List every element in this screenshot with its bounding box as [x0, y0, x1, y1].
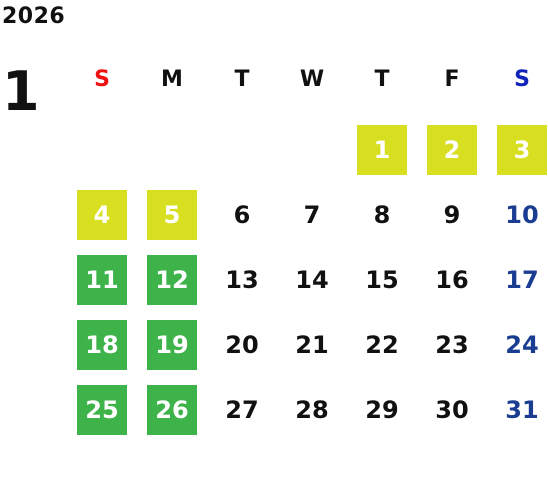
weekday-wed: W: [299, 67, 325, 92]
day-cell-21[interactable]: 21: [295, 331, 329, 359]
day-cell-2[interactable]: 2: [427, 125, 477, 175]
day-cell-31[interactable]: 31: [505, 396, 539, 424]
day-cell-12[interactable]: 12: [147, 255, 197, 305]
weekday-mon: M: [161, 67, 183, 92]
day-cell-7[interactable]: 7: [303, 201, 321, 229]
day-cell-17[interactable]: 17: [505, 266, 539, 294]
day-cell-6[interactable]: 6: [233, 201, 251, 229]
weekday-fri: F: [444, 67, 460, 92]
day-cell-26[interactable]: 26: [147, 385, 197, 435]
month-number: 1: [2, 60, 40, 123]
weekday-sat: S: [514, 67, 530, 92]
day-cell-5[interactable]: 5: [147, 190, 197, 240]
weekday-tue: T: [234, 67, 250, 92]
day-cell-28[interactable]: 28: [295, 396, 329, 424]
day-cell-20[interactable]: 20: [225, 331, 259, 359]
day-cell-1[interactable]: 1: [357, 125, 407, 175]
day-cell-22[interactable]: 22: [365, 331, 399, 359]
weekday-sun: S: [94, 67, 110, 92]
day-cell-30[interactable]: 30: [435, 396, 469, 424]
day-cell-4[interactable]: 4: [77, 190, 127, 240]
day-cell-27[interactable]: 27: [225, 396, 259, 424]
day-cell-3[interactable]: 3: [497, 125, 547, 175]
day-cell-16[interactable]: 16: [435, 266, 469, 294]
day-cell-14[interactable]: 14: [295, 266, 329, 294]
day-cell-19[interactable]: 19: [147, 320, 197, 370]
day-cell-9[interactable]: 9: [443, 201, 461, 229]
day-cell-18[interactable]: 18: [77, 320, 127, 370]
weekday-thu: T: [374, 67, 390, 92]
year-label: 2026: [2, 4, 66, 29]
day-cell-11[interactable]: 11: [77, 255, 127, 305]
day-cell-25[interactable]: 25: [77, 385, 127, 435]
day-cell-13[interactable]: 13: [225, 266, 259, 294]
day-cell-10[interactable]: 10: [505, 201, 539, 229]
day-cell-8[interactable]: 8: [373, 201, 391, 229]
day-cell-29[interactable]: 29: [365, 396, 399, 424]
day-cell-15[interactable]: 15: [365, 266, 399, 294]
day-cell-23[interactable]: 23: [435, 331, 469, 359]
day-cell-24[interactable]: 24: [505, 331, 539, 359]
